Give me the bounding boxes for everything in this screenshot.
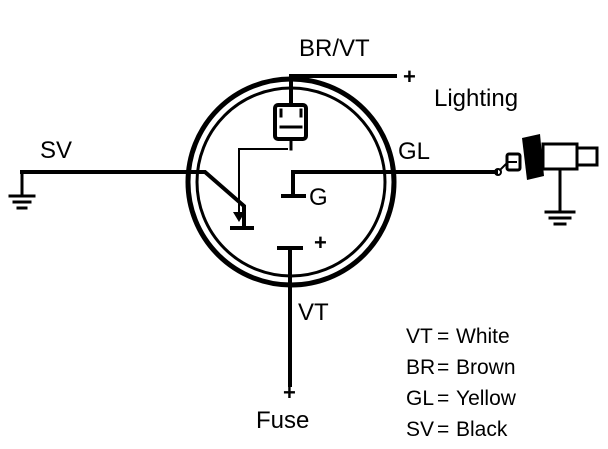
legend-row: BR = Brown bbox=[406, 356, 516, 379]
legend-meaning: Brown bbox=[456, 356, 516, 379]
temperature-sender-icon bbox=[494, 134, 599, 226]
legend-equals: = bbox=[437, 325, 449, 348]
legend-equals: = bbox=[437, 387, 449, 410]
legend-row: VT = White bbox=[406, 325, 510, 348]
legend-row: SV = Black bbox=[406, 418, 508, 441]
ground-symbol-icon bbox=[8, 170, 36, 210]
legend-equals: = bbox=[437, 418, 449, 441]
label-gl: GL bbox=[398, 138, 430, 165]
label-br-vt: BR/VT bbox=[299, 35, 370, 62]
legend-row: GL = Yellow bbox=[406, 387, 517, 410]
color-legend: VT = White BR = Brown GL = Yellow SV = B… bbox=[406, 325, 517, 441]
legend-code: VT bbox=[406, 325, 433, 348]
legend-code: SV bbox=[406, 418, 434, 441]
legend-meaning: Yellow bbox=[456, 387, 517, 410]
internal-lamp-wire bbox=[238, 148, 288, 219]
label-sv: SV bbox=[40, 137, 72, 164]
legend-code: GL bbox=[406, 387, 434, 410]
label-fuse: Fuse bbox=[256, 407, 309, 434]
legend-meaning: White bbox=[456, 325, 510, 348]
sv-ground-wire bbox=[20, 170, 246, 230]
legend-equals: = bbox=[437, 356, 449, 379]
label-vt-plus: + bbox=[314, 230, 327, 255]
legend-code: BR bbox=[406, 356, 435, 379]
label-fuse-plus: + bbox=[283, 380, 296, 405]
label-lighting-plus: + bbox=[403, 64, 416, 89]
legend-meaning: Black bbox=[456, 418, 508, 441]
label-lighting: Lighting bbox=[434, 85, 518, 112]
terminal-arrow-icon bbox=[233, 212, 245, 222]
lighting-wire bbox=[289, 74, 397, 107]
lamp-socket-icon bbox=[273, 103, 308, 141]
label-vt: VT bbox=[298, 299, 329, 326]
gl-sender-wire bbox=[291, 170, 498, 198]
label-g: G bbox=[309, 184, 328, 211]
